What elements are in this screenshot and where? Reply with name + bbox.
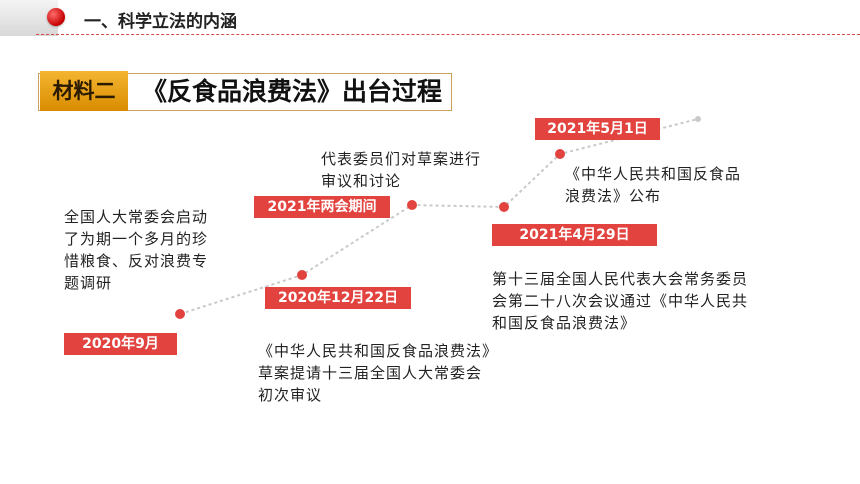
- timeline-line: [179, 118, 699, 315]
- event-date-label: 2021年两会期间: [254, 196, 390, 218]
- event-date-label: 2020年9月: [64, 333, 177, 355]
- header-divider: [36, 34, 860, 35]
- event-description: 《中华人民共和国反食品浪费法》公布: [565, 165, 742, 205]
- timeline-end-node: [695, 116, 701, 122]
- event-description: 《中华人民共和国反食品浪费法》草案提请十三届全国人大常委会初次审议: [258, 342, 491, 404]
- timeline-node-2021-05-01: [555, 149, 565, 159]
- event-date-label: 2021年4月29日: [492, 224, 657, 246]
- timeline-node-2020-09: [175, 309, 185, 319]
- section-title: 一、科学立法的内涵: [84, 12, 237, 32]
- event-description: 第十三届全国人民代表大会常务委员会第二十八次会议通过《中华人民共和国反食品浪费法…: [492, 270, 749, 332]
- event-date-label: 2020年12月22日: [265, 287, 411, 309]
- timeline-node-2021-two-sessions: [407, 200, 417, 210]
- material-tag: 材料二: [40, 71, 128, 111]
- timeline-node-2020-12-22: [297, 270, 307, 280]
- red-dot-icon: [47, 8, 65, 26]
- material-title: 《反食品浪费法》出台过程: [142, 77, 443, 106]
- event-description: 全国人大常委会启动了为期一个多月的珍惜粮食、反对浪费专题调研: [64, 208, 209, 292]
- section-header: 一、科学立法的内涵: [0, 0, 860, 40]
- event-description: 代表委员们对草案进行审议和讨论: [321, 150, 482, 190]
- event-date-label: 2021年5月1日: [535, 118, 660, 140]
- timeline-node-2021-04-29: [499, 202, 509, 212]
